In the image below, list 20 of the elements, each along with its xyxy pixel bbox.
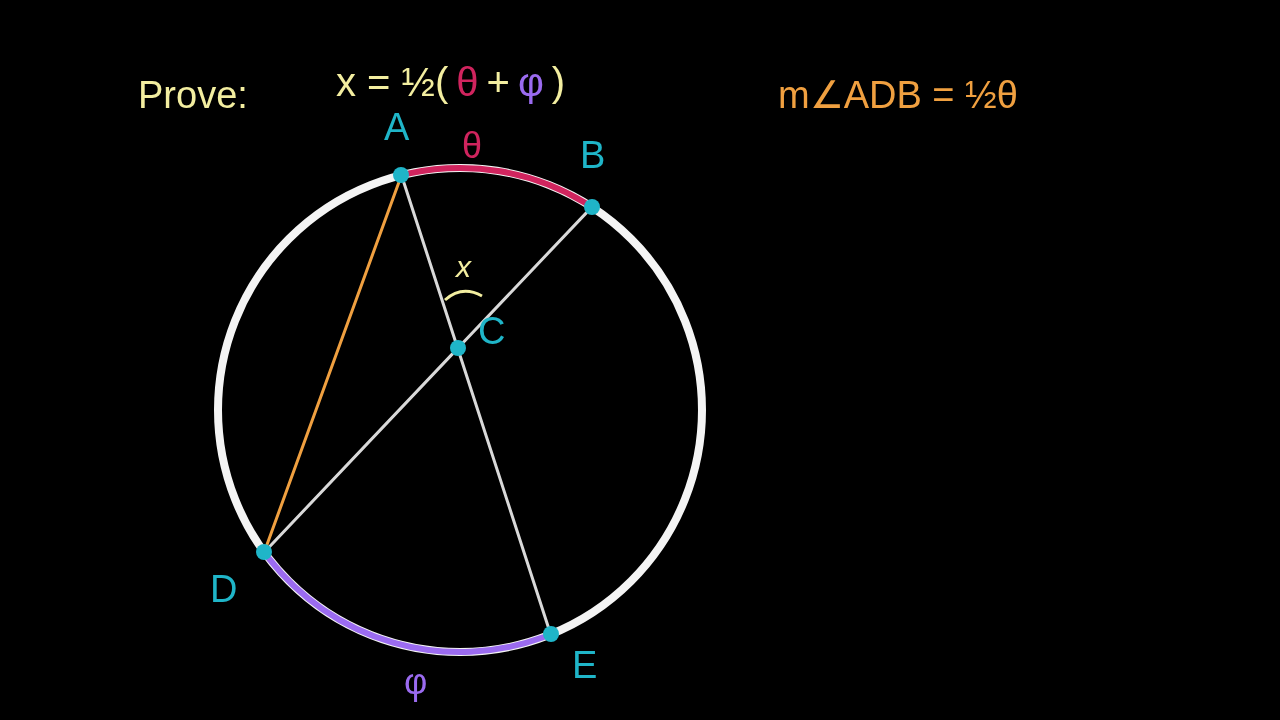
- point-label: A: [384, 108, 410, 146]
- formula-part: θ: [456, 62, 479, 102]
- chord-line: [265, 181, 401, 547]
- chord-line: [458, 354, 550, 629]
- chord-line: [402, 181, 457, 343]
- chord-line: [268, 352, 454, 548]
- arc-line: [406, 165, 588, 206]
- prove-label: Prove:: [138, 76, 248, 114]
- chord-line: [461, 211, 588, 345]
- point-label: B: [580, 136, 606, 174]
- arc-line: [266, 555, 547, 655]
- point-label: C: [478, 312, 506, 350]
- formula-part: φ: [517, 62, 544, 102]
- formula-part: ): [551, 62, 566, 102]
- formula-part: +: [486, 62, 510, 102]
- point-label: E: [572, 646, 598, 684]
- angle-equation: m∠ADB = ½θ: [778, 76, 1018, 114]
- formula-part: x = ½(: [336, 62, 449, 102]
- angle-label: x: [456, 252, 471, 282]
- point-label: D: [210, 570, 238, 608]
